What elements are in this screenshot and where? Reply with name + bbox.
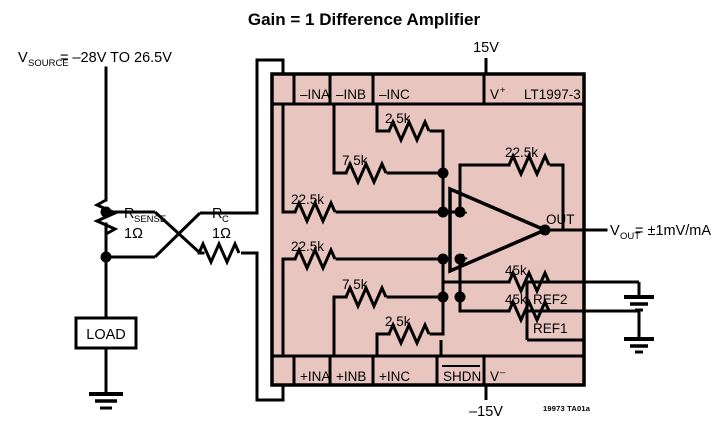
supply-leads (439, 58, 488, 400)
ref-ground-wires (584, 280, 641, 338)
resistor-2k5-bottom (387, 321, 431, 347)
internal-resistors (293, 118, 551, 347)
pin-label-out: OUT (546, 212, 575, 227)
pin-label-vminus: V (490, 369, 499, 384)
vout-label-sub: OUT (620, 231, 640, 242)
vout-label-main: V (610, 223, 620, 239)
pin-label-inb-neg: –INB (336, 87, 366, 102)
rc-label-value: 1Ω (212, 226, 231, 242)
pin-label-ref2: REF2 (533, 292, 568, 307)
pin-row-dividers-top (272, 74, 584, 106)
pin-label-inc-neg: –INC (379, 87, 410, 102)
resistor-label-22k5-bottom: 22.5k (291, 239, 324, 254)
rc-label-main: R (212, 206, 222, 222)
resistor-22k5-feedback (507, 152, 551, 178)
vsource-label-main: V (18, 50, 28, 66)
junction-dots (437, 167, 551, 303)
resistor-7k5-bottom (344, 284, 388, 310)
load-box (74, 316, 138, 350)
resistor-22k5-top (293, 199, 337, 225)
pin-label-ina-neg: –INA (300, 87, 330, 102)
pin-label-shdn: SHDN (443, 369, 481, 384)
resistor-rc (197, 240, 241, 266)
external-sense-wiring (197, 58, 285, 402)
pin-label-inb-pos: +INB (336, 369, 366, 384)
resistor-7k5-top (344, 160, 388, 186)
ground-symbol-source (89, 392, 123, 410)
sense-junction-dots (100, 206, 112, 263)
vsource-label-sub: SOURCE (28, 58, 69, 69)
resistor-45k-ref2 (507, 269, 551, 295)
vout-label-value: = ±1mV/mA (635, 223, 711, 239)
pin-label-vminus-sign: – (500, 367, 506, 378)
ground-symbol-ref2 (624, 295, 654, 312)
part-number-label: LT1997-3 (524, 87, 581, 102)
vsource-label-value: = –28V TO 26.5V (60, 50, 172, 66)
resistor-45k-ref1 (507, 298, 551, 324)
figure-title: Gain = 1 Difference Amplifier (248, 10, 481, 29)
pin-label-ref1: REF1 (533, 321, 568, 336)
internal-wiring (281, 102, 608, 358)
supply-positive-label: 15V (473, 40, 499, 56)
resistor-label-2k5-bottom: 2.5k (385, 314, 411, 329)
resistor-label-2k5-top: 2.5k (385, 111, 411, 126)
resistor-label-feedback: 22.5k (505, 145, 538, 160)
resistor-2k5-top (387, 118, 431, 144)
supply-negative-label: –15V (469, 404, 503, 420)
rsense-label-sub: SENSE (134, 214, 166, 225)
resistor-label-45k-ref1: 45k (505, 292, 527, 307)
pin-label-vplus: V (490, 87, 499, 102)
ground-symbol-ref1 (624, 337, 654, 354)
resistor-label-7k5-top: 7.5k (342, 153, 368, 168)
kelvin-cross-wires (106, 210, 245, 259)
resistor-label-22k5-top: 22.5k (291, 192, 324, 207)
rsense-label-main: R (124, 206, 134, 222)
resistor-22k5-bottom (293, 246, 337, 272)
rsense-label-value: 1Ω (124, 226, 143, 242)
pin-label-ina-pos: +INA (300, 369, 330, 384)
pin-label-vplus-sign: + (500, 85, 506, 96)
figure-code-label: 19973 TA01a (543, 404, 591, 413)
opamp-triangle (448, 186, 550, 274)
pin-label-inc-pos: +INC (379, 369, 410, 384)
load-label: LOAD (86, 327, 126, 343)
resistor-label-45k-ref2: 45k (505, 263, 527, 278)
pin-row-dividers-bottom (272, 354, 584, 385)
rc-label-sub: C (222, 214, 229, 225)
resistor-label-7k5-bottom: 7.5k (342, 277, 368, 292)
ic-body (270, 72, 586, 387)
